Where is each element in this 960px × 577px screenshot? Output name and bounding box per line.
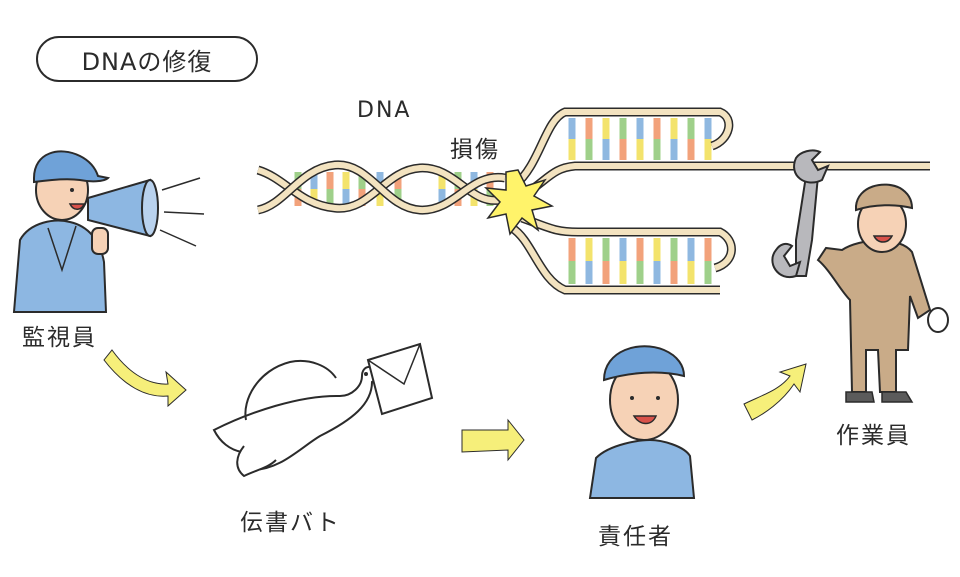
manager-mouth xyxy=(632,415,658,425)
monitor-label: 監視員 xyxy=(22,325,97,351)
fragment-upper-outer-fill xyxy=(512,109,732,188)
fragment-upper-bases xyxy=(568,118,712,160)
manager-label: 責任者 xyxy=(598,524,673,550)
wrench-icon xyxy=(771,149,830,279)
damage-burst xyxy=(483,169,555,236)
dna-helix xyxy=(256,160,506,215)
manager-shirt xyxy=(588,438,696,499)
pigeon-tail xyxy=(236,445,277,478)
dna-fragment-upper xyxy=(511,107,930,200)
envelope-icon xyxy=(366,342,434,416)
pigeon-wing xyxy=(244,360,337,421)
worker-person xyxy=(816,183,949,403)
pigeon-eye xyxy=(364,372,368,376)
manager-person xyxy=(588,345,696,499)
worker-cap xyxy=(855,183,914,212)
dna-fragment-lower xyxy=(509,213,736,295)
monitor-eye xyxy=(70,188,74,192)
monitor-hand xyxy=(91,227,109,255)
arrow-monitor-to-pigeon xyxy=(103,349,187,408)
fragment-lower-outer-fill xyxy=(510,225,720,293)
dna-label: DNA xyxy=(357,98,412,123)
manager-eye-right xyxy=(656,396,660,400)
manager-eye-left xyxy=(630,396,634,400)
monitor-person xyxy=(12,150,111,313)
damage-label: 損傷 xyxy=(450,137,500,163)
title-badge: DNAの修復 xyxy=(36,36,258,82)
pigeon-label: 伝書バト xyxy=(240,510,341,536)
monitor-lanyard xyxy=(47,225,77,273)
arrow-pigeon-to-manager xyxy=(461,418,525,462)
worker-mouth xyxy=(872,235,894,243)
page-title: DNAの修復 xyxy=(81,47,213,76)
worker-shoe-left xyxy=(845,391,875,403)
worker-label: 作業員 xyxy=(836,423,911,449)
worker-uniform xyxy=(816,239,932,393)
worker-glove xyxy=(927,307,949,333)
monitor-cap xyxy=(33,150,111,184)
monitor-mouth xyxy=(68,203,86,210)
megaphone-icon xyxy=(87,177,205,247)
fragment-lower-inner xyxy=(520,213,736,273)
dna-strand-b-fill xyxy=(257,161,506,214)
carrier-pigeon xyxy=(212,360,384,478)
fragment-lower-bases xyxy=(568,238,712,284)
arrow-manager-to-worker xyxy=(743,363,807,421)
fragment-lower-inner-fill xyxy=(520,215,735,271)
worker-shoe-right xyxy=(881,391,914,403)
manager-cap xyxy=(602,345,686,382)
